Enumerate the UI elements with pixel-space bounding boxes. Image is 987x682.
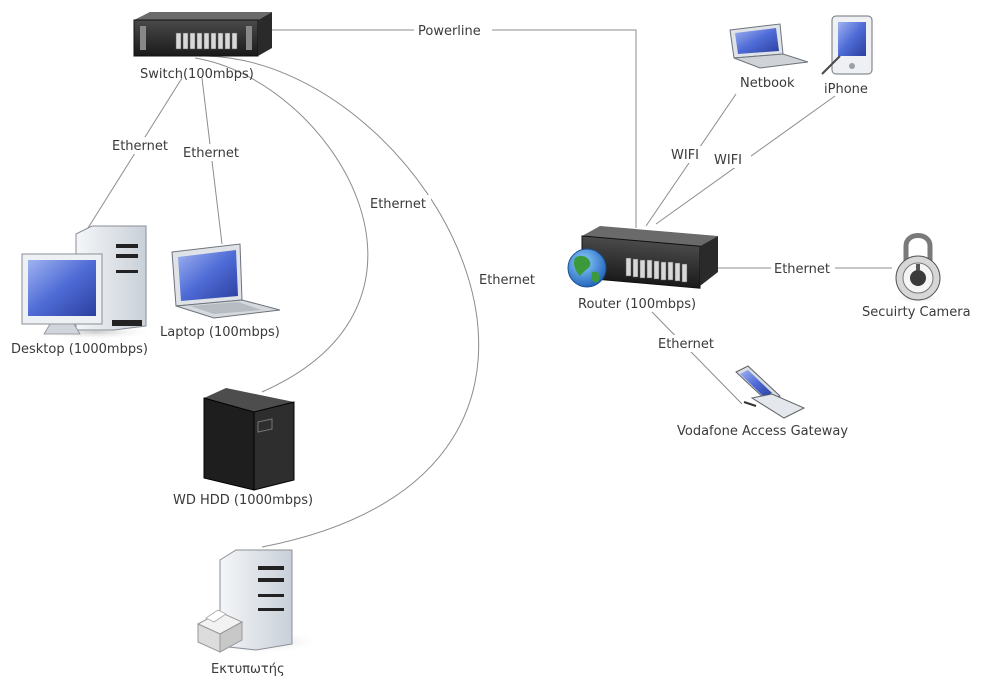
printer-label: Εκτυπωτής (211, 662, 285, 677)
iphone-icon (821, 15, 873, 75)
switch-printer-link-label: Ethernet (479, 273, 535, 288)
desktop-icon (21, 225, 155, 340)
powerline-label: Powerline (418, 24, 481, 39)
switch-printer-connection (204, 55, 479, 548)
router-camera-link-label: Ethernet (774, 262, 830, 277)
iphone-label: iPhone (824, 82, 868, 97)
netbook-icon (729, 23, 809, 69)
desktop-label: Desktop (1000mbps) (11, 342, 148, 357)
router-netbook-link-label: WIFI (671, 148, 699, 163)
flip-phone-icon (735, 365, 806, 419)
padlock-icon (892, 233, 944, 303)
printer-icon (194, 549, 322, 654)
laptop-icon (171, 243, 281, 319)
powerline-connection (265, 29, 637, 228)
router-icon (581, 226, 718, 289)
switch-laptop-link-label: Ethernet (183, 146, 239, 161)
router-label: Router (100mbps) (578, 297, 696, 312)
hdd-tower-icon (203, 388, 295, 491)
switch-hdd-link-label: Ethernet (370, 197, 426, 212)
switch-desktop-link-label: Ethernet (112, 139, 168, 154)
connection-labels: Powerline Ethernet Ethernet Ethernet Eth… (109, 22, 835, 352)
switch-hdd-connection (194, 57, 369, 393)
router-iphone-link-label: WIFI (714, 153, 742, 168)
security-camera-label: Secuirty Camera (862, 305, 971, 320)
wd-hdd-label: WD HDD (1000mbps) (173, 493, 313, 508)
gateway-label: Vodafone Access Gateway (677, 424, 848, 439)
switch-icon (133, 12, 272, 57)
router-gateway-link-label: Ethernet (658, 337, 714, 352)
router-gateway-connection (651, 311, 743, 405)
netbook-label: Netbook (740, 76, 795, 91)
laptop-label: Laptop (100mbps) (160, 325, 280, 340)
switch-label: Switch(100mbps) (140, 67, 254, 82)
globe-icon (567, 248, 607, 288)
